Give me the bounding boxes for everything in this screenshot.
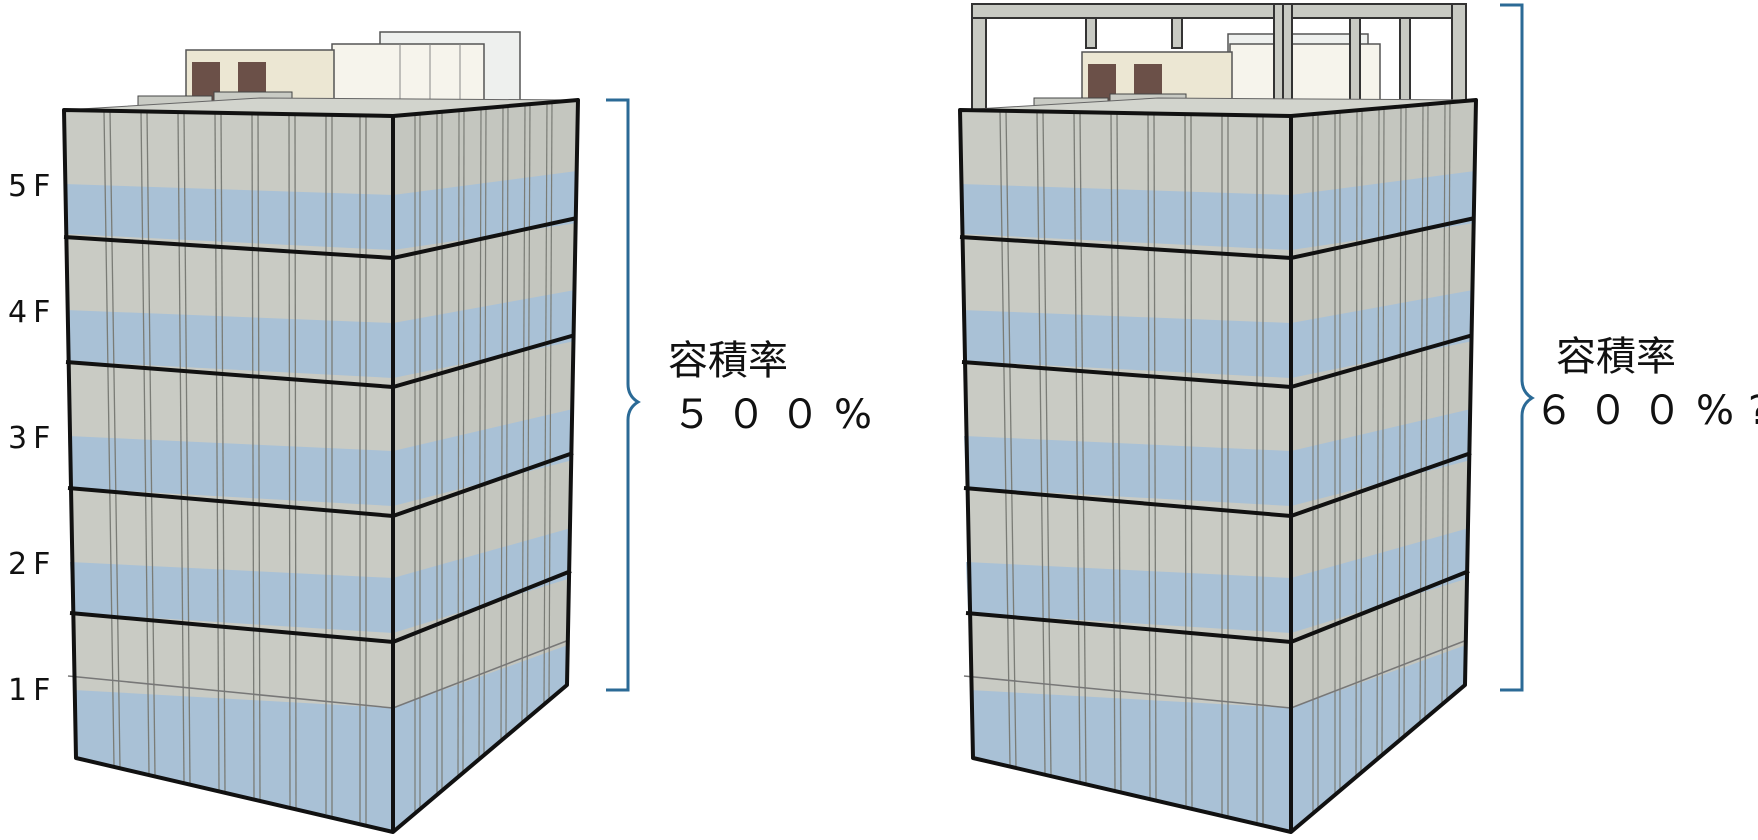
far-value: ５００%	[672, 392, 886, 438]
mullions-front	[103, 110, 367, 824]
far-annotation-right: 容積率 ６００%?	[1534, 334, 1758, 434]
height-bracket-left	[606, 98, 641, 692]
floor-label-1f: 1F	[8, 673, 56, 708]
floor-label-4f: 4F	[8, 295, 56, 330]
mullions-side	[1312, 101, 1451, 814]
far-title: 容積率	[1556, 334, 1676, 380]
far-value: ６００%?	[1534, 388, 1758, 434]
far-title: 容積率	[668, 338, 788, 384]
mullions-side	[414, 101, 553, 814]
floor-label-3f: 3F	[8, 421, 56, 456]
floor-label-2f: 2F	[8, 547, 56, 582]
floor-labels: 5F 4F 3F 2F 1F	[8, 169, 56, 708]
floor-label-5f: 5F	[8, 169, 56, 204]
added-floor-frame	[971, 3, 1467, 115]
building-right	[958, 3, 1478, 834]
building-left	[62, 31, 580, 834]
far-annotation-left: 容積率 ５００%	[668, 338, 886, 438]
height-bracket-right	[1500, 3, 1535, 692]
